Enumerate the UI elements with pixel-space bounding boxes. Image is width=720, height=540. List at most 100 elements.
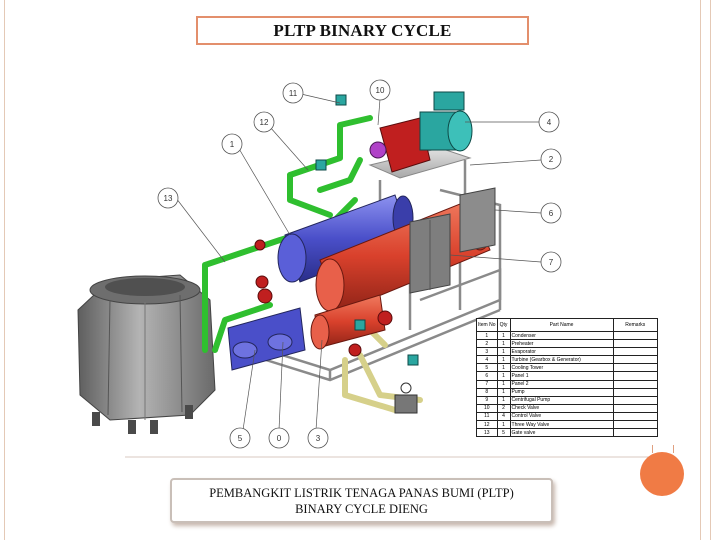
valves [254, 94, 419, 414]
header-item-no: Item No [476, 318, 498, 332]
cell-remarks [612, 403, 659, 413]
cell-item-no: 7 [476, 379, 498, 389]
svg-text:0: 0 [277, 434, 282, 443]
accent-notch [652, 445, 674, 453]
cell-part-name: Check Valve [509, 403, 614, 413]
cell-qty: 1 [496, 379, 511, 389]
svg-text:4: 4 [547, 118, 552, 127]
cell-item-no: 9 [476, 395, 498, 405]
title-box: PLTP BINARY CYCLE [196, 16, 529, 45]
svg-text:7: 7 [549, 258, 554, 267]
caption-line-2: BINARY CYCLE DIENG [295, 501, 428, 516]
svg-text:3: 3 [316, 434, 321, 443]
callout-bubbles: 11 10 12 4 1 2 13 6 7 5 0 3 [157, 79, 562, 449]
svg-text:1: 1 [230, 140, 235, 149]
cell-remarks [612, 363, 659, 373]
cell-qty: 1 [496, 371, 511, 381]
cell-qty: 1 [496, 355, 511, 365]
cell-item-no: 1 [476, 330, 498, 341]
callout-6: 6 [540, 202, 562, 224]
cell-qty: 1 [496, 420, 511, 430]
cell-part-name: Panel 2 [509, 379, 614, 389]
header-remarks: Remarks [612, 318, 659, 332]
cell-remarks [612, 371, 659, 381]
frame-line-left [4, 0, 5, 540]
cell-part-name: Three Way Valve [509, 420, 614, 430]
page-title: PLTP BINARY CYCLE [273, 20, 452, 40]
cell-item-no: 10 [476, 403, 498, 413]
svg-text:2: 2 [549, 155, 554, 164]
svg-text:6: 6 [549, 209, 554, 218]
cell-item-no: 2 [476, 339, 498, 349]
cell-remarks [612, 379, 659, 389]
cell-item-no: 11 [476, 411, 498, 422]
frame-line-right-b [710, 0, 711, 540]
control-panels [409, 187, 496, 294]
cell-qty: 4 [496, 411, 511, 422]
cell-item-no: 5 [476, 363, 498, 373]
accent-circle [640, 452, 684, 496]
cell-remarks [612, 355, 659, 365]
callout-1: 1 [221, 133, 243, 155]
caption-line-1: PEMBANGKIT LISTRIK TENAGA PANAS BUMI (PL… [209, 485, 514, 500]
callout-5: 5 [229, 427, 251, 449]
cell-part-name: Centrifugal Pump [509, 395, 614, 405]
cell-qty: 1 [496, 339, 511, 349]
turbine-assembly [369, 91, 473, 173]
cell-item-no: 6 [476, 371, 498, 381]
svg-text:10: 10 [376, 86, 385, 95]
caption-box: PEMBANGKIT LISTRIK TENAGA PANAS BUMI (PL… [170, 478, 553, 523]
cell-item-no: 13 [476, 428, 498, 438]
cell-remarks [612, 339, 659, 349]
cell-qty: 5 [496, 428, 511, 438]
cell-remarks [612, 387, 659, 397]
cell-qty: 2 [496, 403, 511, 413]
cell-item-no: 8 [476, 387, 498, 397]
callout-12: 12 [253, 111, 275, 133]
cell-remarks [612, 347, 659, 357]
cell-item-no: 3 [476, 347, 498, 357]
cell-qty: 1 [496, 395, 511, 405]
cell-qty: 1 [496, 330, 511, 341]
callout-0: 0 [268, 427, 290, 449]
callout-4: 4 [538, 111, 560, 133]
pumps [227, 307, 306, 371]
callout-3: 3 [307, 427, 329, 449]
cell-part-name: Preheater [509, 339, 614, 349]
callout-11: 11 [282, 82, 304, 104]
cell-remarks [612, 395, 659, 405]
frame-line-right-a [700, 0, 701, 540]
leader-lines [175, 93, 542, 431]
header-part-name: Part Name [509, 318, 614, 332]
callout-13: 13 [157, 187, 179, 209]
svg-text:11: 11 [289, 89, 298, 98]
cell-remarks [612, 411, 659, 422]
cell-part-name: Gate valve [509, 428, 614, 438]
svg-text:13: 13 [164, 194, 173, 203]
cell-qty: 1 [496, 363, 511, 373]
cell-remarks [612, 420, 659, 430]
callout-2: 2 [540, 148, 562, 170]
svg-text:12: 12 [260, 118, 269, 127]
cell-part-name: Condenser [509, 330, 614, 341]
cell-part-name: Evaporator [509, 347, 614, 357]
callout-10: 10 [369, 79, 391, 101]
cell-part-name: Panel 1 [509, 371, 614, 381]
cell-part-name: Control Valve [509, 411, 614, 422]
header-qty: Qty [496, 318, 511, 332]
svg-text:5: 5 [238, 434, 243, 443]
